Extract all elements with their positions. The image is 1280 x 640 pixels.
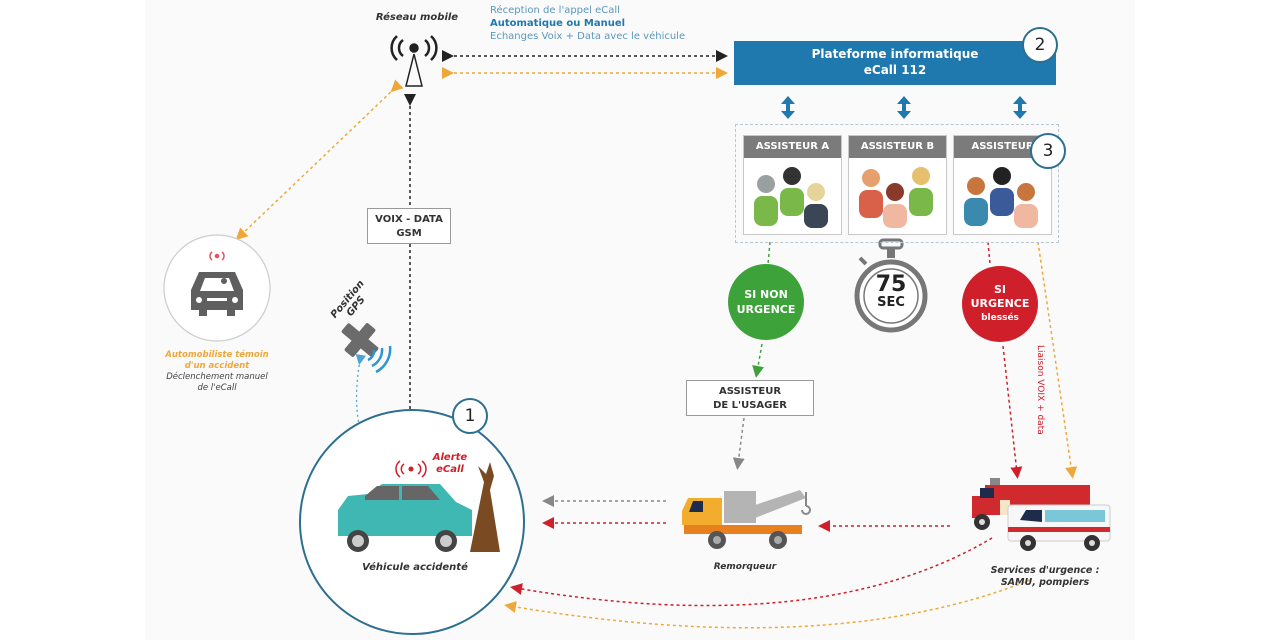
urgent-badge: SI URGENCE blessés xyxy=(962,266,1038,342)
non-urgent-badge: SI NON URGENCE xyxy=(728,264,804,340)
urgent-line-1: SI xyxy=(993,283,1006,296)
assistant-label: ASSISTEUR B xyxy=(849,136,946,158)
timer-value: 75 xyxy=(875,272,907,297)
platform-subtitle: eCall 112 xyxy=(863,63,927,77)
witness-line-3: Déclenchement manuel xyxy=(166,372,268,382)
emergency-line-1: Services d'urgence : xyxy=(990,565,1100,576)
gsm-line-1: VOIX - DATA xyxy=(375,214,443,225)
step-2-badge: 2 xyxy=(1022,27,1058,63)
non-urgent-line-2: URGENCE xyxy=(736,303,796,316)
arrow-assistant-urgent xyxy=(987,241,991,265)
tree-icon xyxy=(470,462,500,552)
ambulance-icon xyxy=(1007,504,1111,551)
gsm-box: VOIX - DATA GSM xyxy=(367,208,451,244)
assistant-card-b: ASSISTEUR B xyxy=(848,135,947,235)
tow-truck-icon xyxy=(682,490,811,549)
alert-label: Alerte eCall xyxy=(428,452,472,476)
arrow-assistant-nonurgent xyxy=(767,241,771,265)
platform-assistant-arrows xyxy=(781,96,1027,119)
witness-caption: Automobiliste témoin d'un accident Décle… xyxy=(152,350,282,394)
assistant-card-a: ASSISTEUR A xyxy=(743,135,842,235)
alert-line-2: eCall xyxy=(436,464,464,475)
operators-icon xyxy=(964,167,1038,228)
info-line-3: Echanges Voix + Data avec le véhicule xyxy=(490,31,686,42)
step-3-badge: 3 xyxy=(1030,133,1066,169)
arrow-emergency-vehicle-orange xyxy=(504,579,1031,629)
witness-signal-icon xyxy=(209,251,225,261)
arrow-urgent-emergency-red xyxy=(1002,345,1023,479)
platform-box: Plateforme informatique eCall 112 xyxy=(734,41,1056,85)
network-label: Réseau mobile xyxy=(375,12,459,23)
info-line-1: Réception de l'appel eCall xyxy=(490,5,620,16)
tow-caption: Remorqueur xyxy=(713,562,777,572)
info-line-2: Automatique ou Manuel xyxy=(490,18,626,29)
urgent-line-3: blessés xyxy=(981,313,1019,323)
witness-line-2: d'un accident xyxy=(184,361,250,371)
arrow-assistant-emergency-orange xyxy=(1037,241,1078,479)
user-assist-line-2: DE L'USAGER xyxy=(713,400,787,411)
operators-icon xyxy=(859,167,933,228)
network-info: Réception de l'appel eCall Automatique o… xyxy=(490,4,685,43)
vehicle-caption: Véhicule accidenté xyxy=(362,562,468,573)
alert-signal-icon xyxy=(395,460,427,478)
platform-title: Plateforme informatique xyxy=(811,47,979,61)
gsm-line-2: GSM xyxy=(396,228,422,239)
step-1-badge: 1 xyxy=(452,398,488,434)
timer-unit: SEC xyxy=(877,295,905,310)
arrow-userassist-tow xyxy=(732,417,745,470)
timer-readout: 75 SEC xyxy=(866,272,916,312)
link-label: Liaison VOIX + data xyxy=(1035,345,1045,435)
assistant-label: ASSISTEUR xyxy=(954,136,1051,158)
witness-line-4: de l'eCall xyxy=(197,383,237,393)
gps-satellite-icon xyxy=(341,323,392,374)
alert-line-1: Alerte xyxy=(432,452,468,463)
crashed-car-icon xyxy=(338,484,472,552)
assistants-group: ASSISTEUR A ASSISTEUR B ASSISTEUR xyxy=(735,124,1059,243)
urgent-line-2: URGENCE xyxy=(970,297,1030,310)
operators-icon xyxy=(754,167,828,228)
cell-tower-icon xyxy=(390,35,438,87)
arrow-nonurgent-userassist xyxy=(752,343,764,378)
emergency-caption: Services d'urgence : SAMU, pompiers xyxy=(975,565,1115,589)
arrow-emergency-vehicle-red xyxy=(510,537,993,607)
user-assist-line-1: ASSISTEUR xyxy=(718,386,782,397)
stopwatch-icon xyxy=(854,238,928,333)
user-assistant-box: ASSISTEUR DE L'USAGER xyxy=(686,380,814,416)
emergency-line-2: SAMU, pompiers xyxy=(1000,577,1090,588)
non-urgent-line-1: SI NON xyxy=(744,288,788,301)
assistant-label: ASSISTEUR A xyxy=(744,136,841,158)
witness-car-icon xyxy=(191,272,243,316)
witness-line-1: Automobiliste témoin xyxy=(165,350,269,360)
